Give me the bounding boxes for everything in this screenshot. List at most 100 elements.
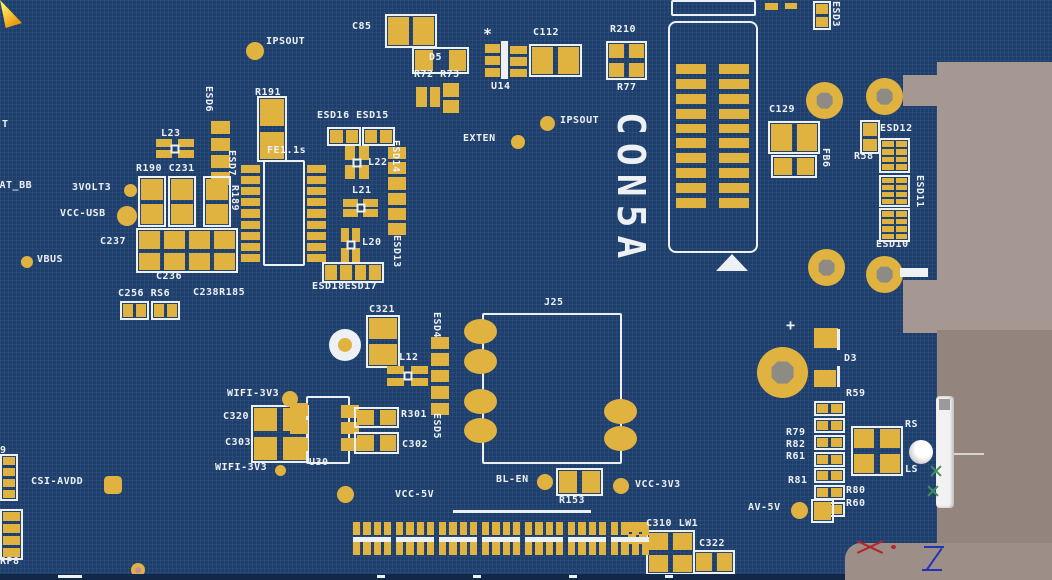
silk-bar-edge-tick-3 (473, 575, 481, 578)
silk-bar-edge-tick-5 (665, 575, 673, 578)
component-u30-left (290, 403, 308, 451)
hole-center (816, 92, 833, 109)
smd-pad (396, 542, 404, 555)
smd-pad (510, 46, 527, 55)
smd-pad (492, 542, 500, 555)
smd-pad (774, 158, 792, 175)
component-r191 (257, 96, 287, 162)
smd-pad (369, 344, 397, 365)
smd-pad (139, 252, 160, 270)
inductor-core (403, 371, 412, 381)
smd-pad (241, 231, 260, 240)
smd-pad (817, 455, 828, 464)
smd-pad (352, 247, 360, 262)
component-l12 (387, 366, 428, 386)
silk-label-av5v-61: AV-5V (748, 502, 781, 513)
silk-bar-edge-tick-2 (377, 575, 385, 578)
smd-pad (895, 226, 907, 232)
smd-pad (502, 542, 510, 555)
smd-pad (895, 199, 907, 204)
smd-pad (413, 17, 434, 45)
silk-label-r81-70: R81 (788, 475, 808, 486)
3volt3-pad (124, 184, 137, 197)
connector-bottom-right (845, 543, 1052, 580)
component-rn7-top (611, 522, 649, 535)
mounting-hole-3 (808, 249, 845, 286)
smd-pad (211, 138, 230, 151)
smd-pad (341, 247, 349, 262)
smd-pad (882, 199, 894, 204)
smd-pad (363, 199, 378, 207)
smd-pad (578, 522, 586, 535)
smd-pad (611, 542, 619, 555)
smd-pad (525, 522, 533, 535)
smd-pad (816, 4, 828, 14)
mounting-hole-1 (806, 82, 843, 119)
component-r81 (814, 468, 845, 483)
silk-label-l12-35: L12 (399, 352, 419, 363)
smd-pad (512, 522, 520, 535)
smd-pad (649, 533, 668, 550)
smd-pad (629, 63, 644, 77)
smd-pad (241, 253, 260, 262)
smd-pad (339, 265, 352, 280)
silk-outline-con5a-body (668, 21, 758, 253)
component-r79 (814, 418, 845, 433)
test-pad-bottom (131, 563, 145, 577)
ipsout-pad-2 (540, 116, 555, 131)
silk-label-rp8-56: RP8 (0, 556, 20, 567)
smd-pad (535, 542, 543, 555)
smd-pad (388, 222, 406, 235)
component-con5a-left (676, 64, 706, 208)
silk-bar-d3-mark-a (837, 329, 840, 350)
silk-label-l21-30: L21 (352, 185, 372, 196)
component-d3-bottom (814, 370, 836, 387)
smd-pad (354, 265, 367, 280)
component-c85 (385, 14, 437, 48)
annotation-red-x-0 (856, 538, 884, 556)
smd-pad (676, 183, 706, 194)
silk-label-r80-71: R80 (846, 485, 866, 496)
smd-pad (254, 437, 277, 460)
silk-label-r189-15: R189 (229, 185, 240, 212)
silk-label-esd13-31: ESD13 (391, 235, 402, 268)
silk-label-vcc5v-57: VCC-5V (395, 489, 435, 500)
component-r82 (814, 435, 845, 450)
silk-label-ls-74: LS (905, 464, 919, 475)
silk-label-d3-65: D3 (844, 353, 858, 364)
component-r61 (814, 452, 845, 467)
smd-pad (189, 231, 210, 249)
smd-pad (771, 124, 792, 151)
led-window (909, 440, 933, 464)
smd-pad (676, 64, 706, 74)
component-esd3 (813, 1, 831, 30)
silk-outline-j25-outline (482, 313, 622, 464)
smd-pad (241, 198, 260, 207)
component-l21 (343, 199, 378, 217)
smd-pad (171, 203, 193, 224)
component-r59 (814, 401, 845, 416)
smd-pad (373, 542, 381, 555)
smd-pad (241, 242, 260, 251)
silk-label-l23-17: L23 (161, 128, 181, 139)
smd-pad (373, 522, 381, 535)
smd-pad (469, 522, 477, 535)
switch-actuator-line (954, 453, 984, 455)
smd-pad (3, 479, 15, 487)
silk-bar-rn5-bar (525, 537, 563, 542)
smd-pad (814, 502, 831, 520)
silk-label-vcc3v3-60: VCC-3V3 (635, 479, 681, 490)
smd-pad (141, 203, 163, 224)
j25-pad-3 (464, 389, 497, 414)
component-c256 (120, 301, 149, 320)
smd-pad (260, 99, 284, 126)
vcc-usb-pad (117, 206, 137, 226)
silk-label-c302-52: C302 (402, 439, 429, 450)
av-5v-pad-round (791, 502, 808, 519)
hole-center (876, 88, 893, 105)
smd-pad (307, 220, 326, 229)
smd-pad (719, 153, 749, 164)
smd-pad (719, 183, 749, 194)
silk-label-r82-68: R82 (786, 439, 806, 450)
